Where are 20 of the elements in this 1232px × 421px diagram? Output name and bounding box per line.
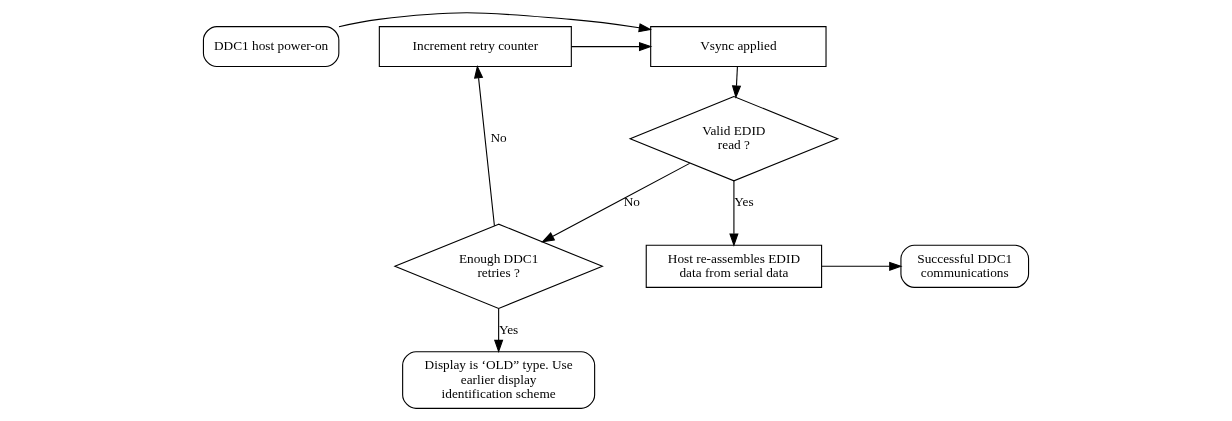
arrow: [473, 64, 495, 227]
arrow: [821, 261, 903, 271]
arrow: [729, 180, 739, 247]
edge-label: Yes: [498, 321, 519, 337]
node-box: Successful DDC1 communications: [900, 244, 1030, 288]
arrow: [541, 162, 691, 243]
node-box: Host re-assembles EDID data from serial data: [645, 244, 823, 288]
node-box: Increment retry counter: [378, 26, 572, 68]
node-box: Display is ‘OLD” type. Use earlier display identification scheme: [402, 351, 596, 409]
edge-label: No: [623, 193, 640, 209]
edge-label: No: [490, 130, 507, 146]
arrow: [493, 308, 504, 354]
arrow: [338, 12, 653, 33]
node-diamond: Valid EDID read ?: [628, 95, 840, 182]
arrow: [731, 66, 742, 99]
node-box: Vsync applied: [650, 26, 827, 68]
edge-label: Yes: [734, 193, 754, 209]
node-diamond: Enough DDC1 retries ?: [393, 223, 604, 310]
node-box: DDC1 host power-on: [202, 26, 340, 68]
arrow: [570, 41, 653, 52]
